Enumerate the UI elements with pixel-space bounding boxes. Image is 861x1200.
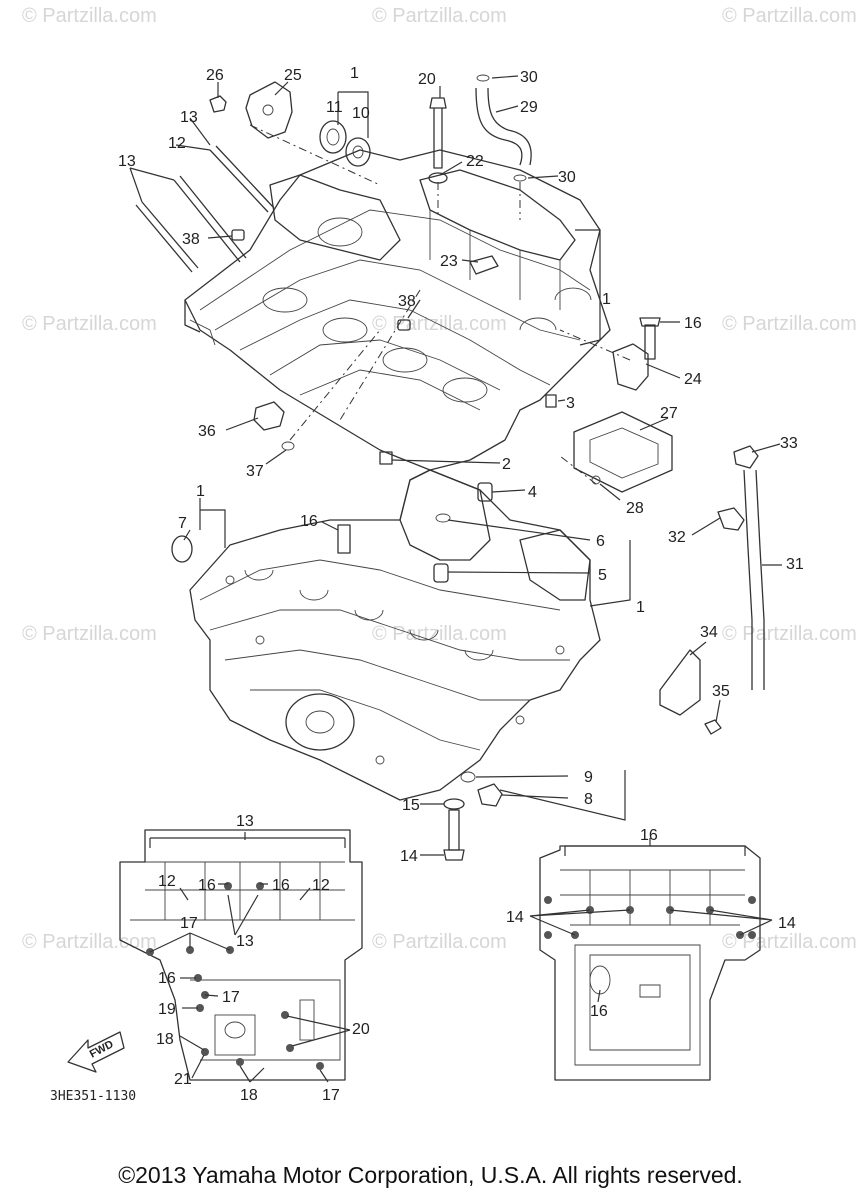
callout-label: 16 (300, 513, 318, 530)
callout-label: 12 (168, 135, 186, 152)
callout-label: 16 (272, 877, 290, 894)
callout-label: 27 (660, 405, 678, 422)
watermark: © Partzilla.com (22, 623, 157, 645)
watermark: © Partzilla.com (722, 313, 857, 335)
callout-label: 15 (402, 797, 420, 814)
callout-label: 30 (558, 169, 576, 186)
callout-label: 4 (528, 484, 537, 501)
leader-lines (129, 75, 782, 856)
callout-label: 34 (700, 624, 718, 641)
callout-label: 26 (206, 67, 224, 84)
watermarks: © Partzilla.com © Partzilla.com © Partzi… (22, 5, 857, 953)
lower-crankcase (189, 469, 601, 801)
callout-label: 12 (158, 873, 176, 890)
callout-label: 1 (636, 599, 645, 616)
callout-label: 10 (352, 105, 370, 122)
callout-label: 17 (222, 989, 240, 1006)
callout-label: 14 (506, 909, 524, 926)
callout-label: 12 (312, 877, 330, 894)
callout-label: 38 (398, 293, 416, 310)
callout-label: 16 (198, 877, 216, 894)
watermark: © Partzilla.com (22, 931, 157, 953)
callout-label: 1 (602, 291, 611, 308)
callout-label: 9 (584, 769, 593, 786)
callout-label: 1 (196, 483, 205, 500)
callout-label: 14 (400, 848, 418, 865)
watermark: © Partzilla.com (372, 623, 507, 645)
callout-label: 35 (712, 683, 730, 700)
callout-label: 5 (598, 567, 607, 584)
watermark: © Partzilla.com (372, 313, 507, 335)
fwd-arrow: FWD (67, 1031, 125, 1073)
watermark: © Partzilla.com (722, 623, 857, 645)
callout-label: 17 (180, 915, 198, 932)
callout-label: 7 (178, 515, 187, 532)
watermark: © Partzilla.com (22, 313, 157, 335)
watermark: © Partzilla.com (372, 931, 507, 953)
callout-label: 19 (158, 1001, 176, 1018)
callout-label: 18 (240, 1087, 258, 1104)
callout-label: 11 (326, 99, 343, 116)
callout-label: 16 (158, 970, 176, 987)
callout-label: 23 (440, 253, 458, 270)
callout-label: 14 (778, 915, 796, 932)
callout-label: 30 (520, 69, 538, 86)
callout-label: 20 (418, 71, 436, 88)
callout-label: 6 (596, 533, 605, 550)
callouts: 26 25 1 11 10 20 30 29 30 22 13 12 13 38… (118, 65, 804, 1104)
callout-label: 16 (640, 827, 658, 844)
callout-label: 22 (466, 153, 484, 170)
inset-lower-case-bolts (529, 838, 773, 1081)
callout-label: 25 (284, 67, 302, 84)
callout-label: 28 (626, 500, 644, 517)
callout-label: 13 (118, 153, 136, 170)
callout-label: 29 (520, 99, 538, 116)
callout-label: 20 (352, 1021, 370, 1038)
watermark: © Partzilla.com (722, 5, 857, 27)
callout-label: 24 (684, 371, 702, 388)
callout-label: 18 (156, 1031, 174, 1048)
callout-label: 31 (786, 556, 804, 573)
callout-label: 2 (502, 456, 511, 473)
diagram-code: 3HE351-1130 (50, 1089, 136, 1104)
callout-label: 17 (322, 1087, 340, 1104)
guide-lines (249, 124, 631, 485)
callout-label: 13 (236, 933, 254, 950)
watermark: © Partzilla.com (372, 5, 507, 27)
callout-label: 3 (566, 395, 575, 412)
inset-upper-case-bolts (119, 829, 363, 1083)
watermark: © Partzilla.com (22, 5, 157, 27)
callout-label: 33 (780, 435, 798, 452)
callout-label: 13 (180, 109, 198, 126)
callout-label: 13 (236, 813, 254, 830)
fwd-label: FWD (88, 1038, 116, 1060)
callout-label: 32 (668, 529, 686, 546)
copyright-notice: ©2013 Yamaha Motor Corporation, U.S.A. A… (118, 1162, 743, 1188)
callout-label: 37 (246, 463, 264, 480)
callout-label: 8 (584, 791, 593, 808)
callout-label: 36 (198, 423, 216, 440)
callout-label: 16 (590, 1003, 608, 1020)
callout-label: 1 (350, 65, 359, 82)
callout-label: 38 (182, 231, 200, 248)
callout-label: 21 (174, 1071, 192, 1088)
callout-label: 16 (684, 315, 702, 332)
